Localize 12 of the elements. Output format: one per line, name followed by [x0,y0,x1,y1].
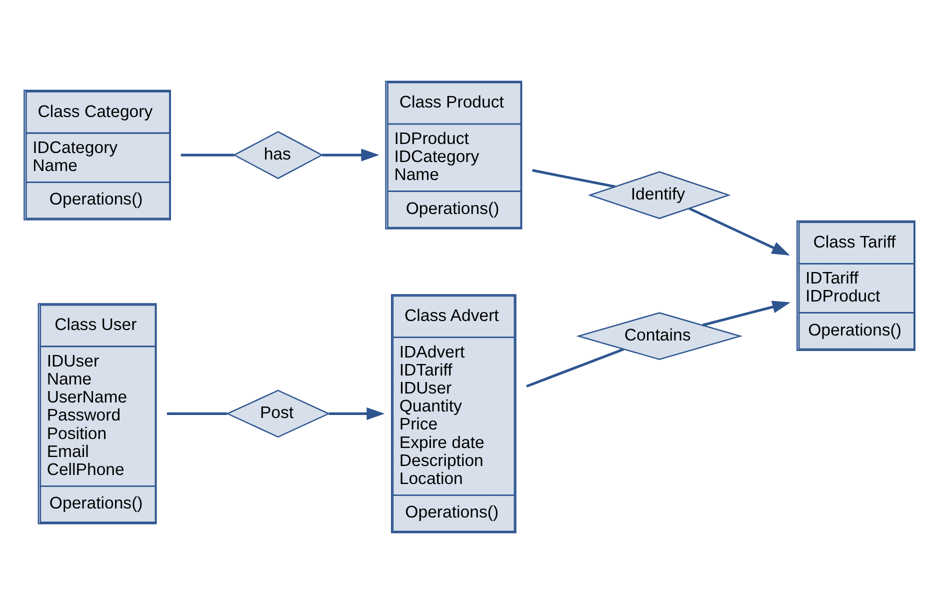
node-diamond: Contains [576,312,743,360]
arrow [688,207,790,256]
connector [180,154,234,156]
arrow [322,148,380,162]
arrow [702,300,790,326]
node-diamond: has [232,131,324,180]
node-diamond: Post [226,390,330,438]
arrow [328,407,385,420]
connector [526,348,624,388]
node-diamond: Identify [588,171,731,220]
connector [532,169,616,188]
connector [166,412,228,415]
